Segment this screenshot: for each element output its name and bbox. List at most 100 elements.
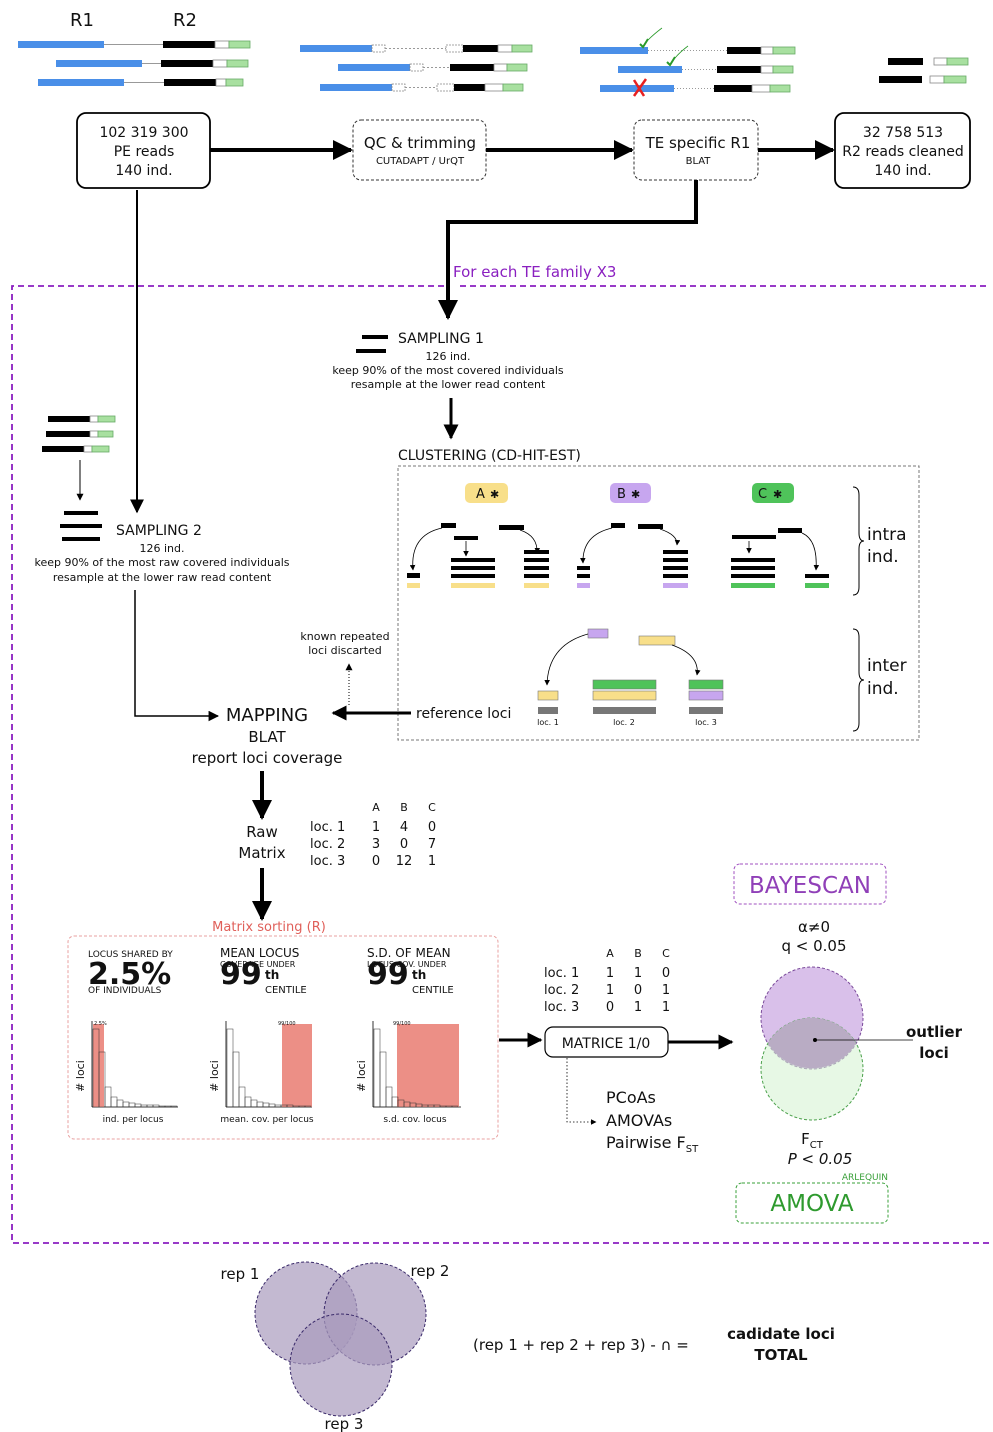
cluster-label-c: C [758, 487, 767, 502]
reference-loci-label: reference loci [416, 706, 511, 722]
r2-cleaned-individuals: 140 ind. [874, 163, 931, 179]
sorting-panel-bottom: OF INDIVIDUALS [88, 986, 162, 996]
raw-matrix-row-label: loc. 3 [310, 854, 345, 869]
sorting-panel-xlabel: mean. cov. per locus [220, 1115, 314, 1125]
histogram-bar [451, 1105, 459, 1108]
candidate-total-label: TOTAL [754, 1346, 808, 1364]
cluster-label-a: A [476, 487, 485, 502]
intra-cluster-a [407, 523, 549, 588]
locus-label-2: loc. 2 [613, 718, 635, 727]
sorting-panel-xlabel: ind. per locus [103, 1115, 164, 1125]
histogram-bar [158, 1105, 166, 1108]
matrice-label: MATRICE 1/0 [562, 1036, 651, 1052]
sorting-threshold-marker: 99/100 [278, 1021, 296, 1027]
r2-label: R2 [173, 10, 197, 31]
sorting-panel-bottom: CENTILE [265, 985, 307, 996]
raw-matrix-label-2: Matrix [238, 844, 285, 862]
histogram-bar [379, 1051, 387, 1108]
sorting-panel-ylabel: # loci [355, 1060, 368, 1092]
pe-reads-label: PE reads [114, 144, 175, 160]
raw-matrix-row-label: loc. 1 [310, 820, 345, 835]
intra-label: intra [867, 525, 907, 545]
alpha-criterion: α≠0 [798, 918, 830, 936]
matrice-box: MATRICE 1/0 [544, 1026, 669, 1058]
matrice-to-outputs-arrow [566, 1058, 597, 1125]
sampling2-block: SAMPLING 2 126 ind. keep 90% of the most… [34, 511, 290, 584]
histogram-bar [238, 1086, 246, 1108]
qc-trimming-box: QC & trimming CUTADAPT / UrQT [352, 119, 487, 181]
matrix-sorting-title: Matrix sorting (R) [212, 920, 326, 935]
histogram-bar [385, 1086, 393, 1108]
sorting-panel-value: 2.5% [88, 957, 171, 992]
downstream-outputs: PCoAs AMOVAs Pairwise FST [606, 1088, 699, 1155]
top-arrows [130, 140, 835, 514]
sorting-threshold-marker: 2.5% [94, 1021, 107, 1027]
sampling1-line3: resample at the lower read content [351, 378, 546, 391]
binary-matrix-cell: 0 [662, 966, 670, 981]
histogram-bar [104, 1086, 112, 1108]
bayescan-label: BAYESCAN [749, 873, 871, 899]
pe-reads-count: 102 319 300 [99, 125, 188, 141]
mosquito-icon: ✱ [631, 488, 640, 501]
inter-label: inter [867, 656, 907, 676]
p-criterion: P < 0.05 [788, 1150, 853, 1168]
binary-matrix-cell: 1 [634, 966, 642, 981]
binary-matrix-row-label: loc. 2 [544, 983, 579, 998]
rep2-label: rep 2 [411, 1262, 450, 1280]
sorting-threshold-region [93, 1024, 104, 1107]
replicates-venn: rep 1 rep 2 rep 3 [221, 1261, 450, 1432]
histogram-bar [250, 1099, 258, 1108]
sampling2-line2: keep 90% of the most raw covered individ… [34, 556, 289, 569]
outlier-label: outlier [906, 1023, 963, 1041]
known-repeated-line2: loci discarted [308, 644, 382, 657]
clustering-title: CLUSTERING (CD-HIT-EST) [398, 448, 581, 464]
binary-matrix-cell: 1 [662, 983, 670, 998]
trimmed-reads-illustration [300, 44, 533, 92]
histogram-bar [304, 1105, 312, 1108]
binary-matrix-cell: 1 [662, 1000, 670, 1015]
raw-matrix-cell: 1 [428, 854, 436, 869]
te-title: TE specific R1 [645, 134, 751, 152]
r2-cleaned-label: R2 reads cleaned [842, 144, 964, 160]
histogram-bar [244, 1096, 252, 1108]
te-specific-box: TE specific R1 BLAT [633, 119, 759, 181]
raw-matrix-cell: 4 [400, 820, 408, 835]
pe-reads-individuals: 140 ind. [115, 163, 172, 179]
sorting-panel-mid: COVERAGE UNDER [220, 960, 296, 969]
inter-brace [852, 628, 865, 732]
te-family-frame [11, 285, 990, 1244]
sorting-panel-sup: th [265, 968, 279, 982]
r2-cleaned-box: 32 758 513 R2 reads cleaned 140 ind. [834, 112, 971, 189]
mapping-title: MAPPING [226, 705, 308, 726]
intra-label-2: ind. [867, 547, 899, 567]
intra-cluster-b [577, 523, 688, 588]
output-amova: AMOVAs [606, 1111, 672, 1130]
mapping-report: report loci coverage [192, 749, 343, 767]
raw-matrix-cell: 0 [372, 854, 380, 869]
sampling1-line2: keep 90% of the most covered individuals [332, 364, 564, 377]
raw-matrix-col-header: B [400, 801, 408, 814]
histogram-bar [262, 1102, 270, 1108]
cluster-labels: A ✱ B ✱ C ✱ [465, 483, 794, 503]
intra-cluster-c [731, 528, 829, 588]
rep3-label: rep 3 [325, 1415, 364, 1432]
raw-matrix-cell: 0 [428, 820, 436, 835]
sorting-panel-ylabel: # loci [208, 1060, 221, 1092]
sorting-panel-ylabel: # loci [74, 1060, 87, 1092]
sampling2-line1: 126 ind. [140, 542, 185, 555]
sorting-panel-top: LOCUS SHARED BY [88, 950, 173, 960]
known-repeated-line1: known repeated [300, 630, 389, 643]
matrix-sorting-frame [67, 935, 499, 1140]
mapping-block: MAPPING BLAT report loci coverage [192, 705, 343, 767]
rep1-label: rep 1 [221, 1265, 260, 1283]
outlier-label-2: loci [919, 1044, 948, 1062]
histogram-bar [128, 1102, 136, 1108]
qc-tools: CUTADAPT / UrQT [376, 156, 465, 167]
sorting-panel-xlabel: s.d. cov. locus [383, 1115, 446, 1125]
r2-cleaned-count: 32 758 513 [863, 125, 943, 141]
cluster-label-b: B [617, 487, 626, 502]
sorting-panel-top: MEAN LOCUS [220, 946, 299, 960]
histogram-bar [170, 1105, 178, 1108]
